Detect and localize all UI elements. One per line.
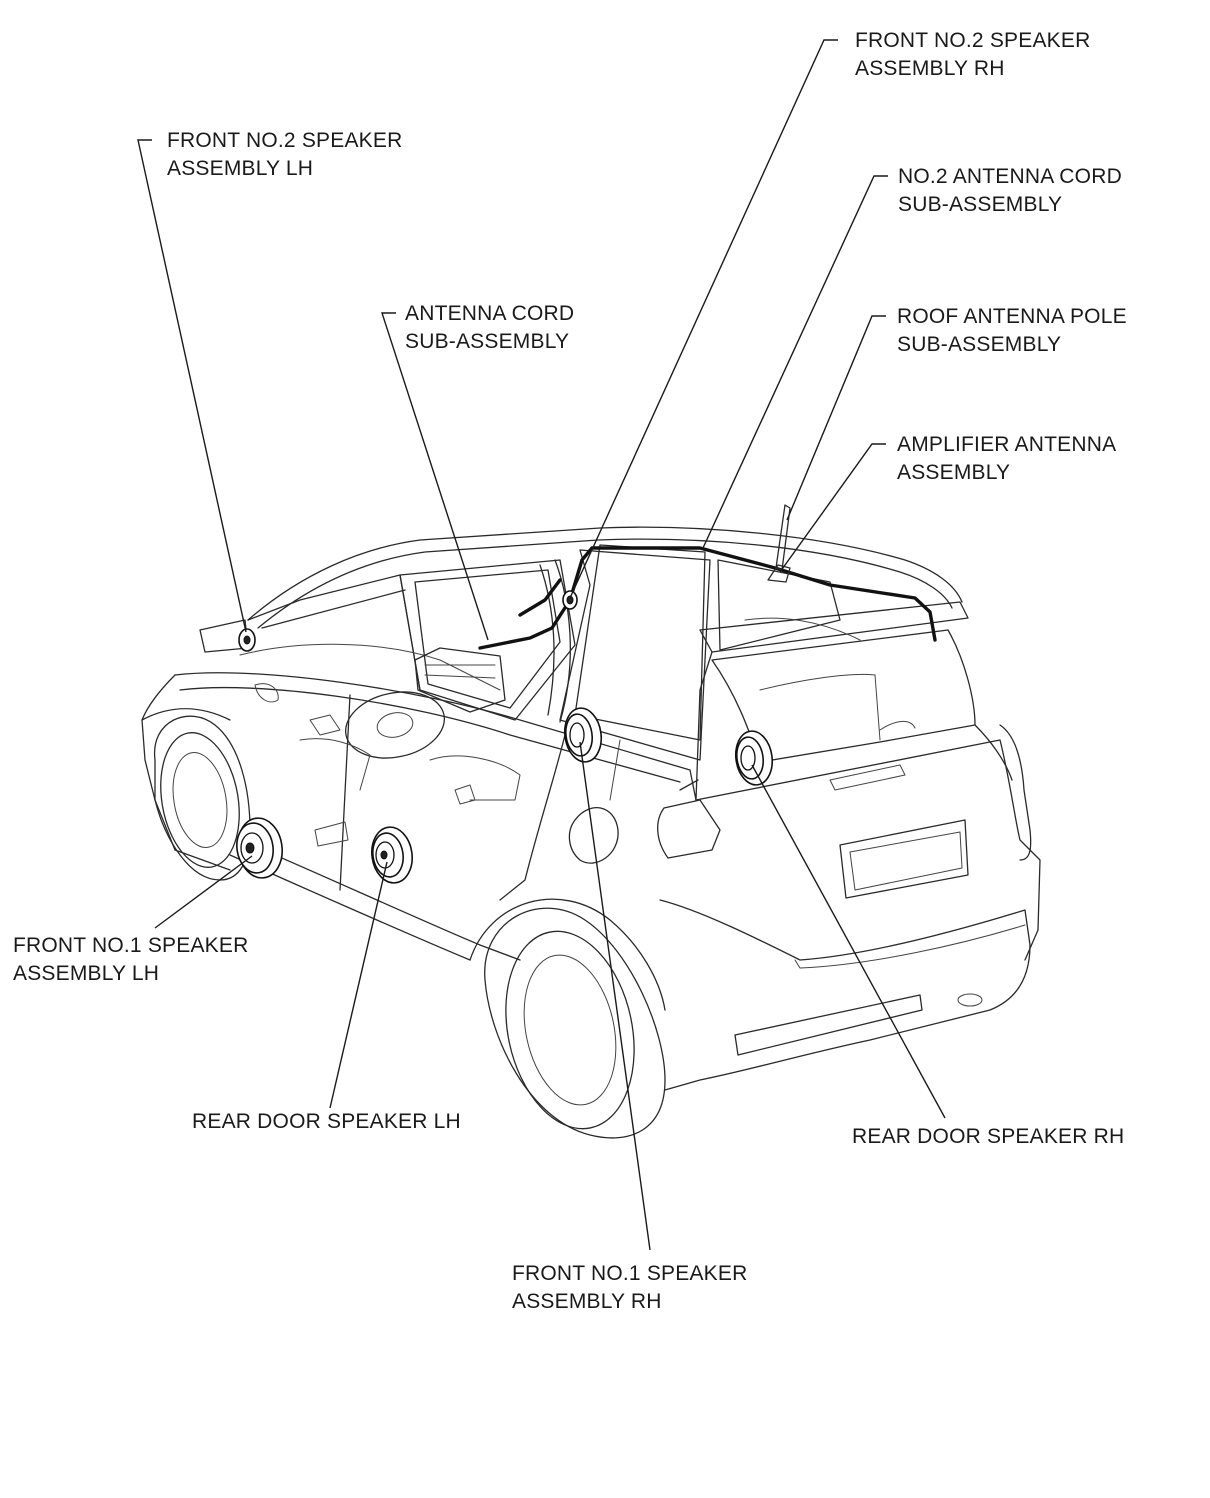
speaker-front-no1-lh bbox=[236, 817, 283, 879]
label-front-no1-speaker-rh: FRONT NO.1 SPEAKER ASSEMBLY RH bbox=[512, 1262, 748, 1313]
leader-lines bbox=[137, 39, 946, 1251]
label-antenna-cord: ANTENNA CORD SUB-ASSEMBLY bbox=[405, 302, 575, 353]
speaker-front-no2-lh bbox=[238, 628, 256, 652]
vehicle-body bbox=[141, 526, 1041, 1139]
label-front-no2-speaker-rh: FRONT NO.2 SPEAKER ASSEMBLY RH bbox=[855, 29, 1091, 80]
speaker-front-no1-rh bbox=[563, 707, 603, 763]
speaker-rear-door-rh bbox=[734, 730, 774, 786]
leader-rear-door-lh bbox=[329, 861, 388, 1109]
label-roof-antenna-pole: ROOF ANTENNA POLE SUB-ASSEMBLY bbox=[897, 305, 1127, 356]
leader-front-no2-lh bbox=[137, 139, 247, 633]
leader-antenna-cord bbox=[381, 312, 489, 641]
antenna-cord-routing bbox=[478, 546, 937, 650]
label-front-no2-speaker-lh: FRONT NO.2 SPEAKER ASSEMBLY LH bbox=[167, 129, 403, 180]
speaker-front-no2-rh bbox=[562, 590, 578, 610]
label-no2-antenna-cord: NO.2 ANTENNA CORD SUB-ASSEMBLY bbox=[898, 165, 1122, 216]
label-rear-door-speaker-rh: REAR DOOR SPEAKER RH bbox=[852, 1125, 1125, 1148]
leader-no2-antenna-cord bbox=[702, 175, 888, 549]
label-front-no1-speaker-lh: FRONT NO.1 SPEAKER ASSEMBLY LH bbox=[13, 934, 249, 985]
leader-rear-door-rh bbox=[751, 764, 946, 1119]
leader-amplifier-antenna bbox=[779, 443, 886, 573]
leader-roof-antenna-pole bbox=[786, 315, 886, 521]
leader-front-no1-lh bbox=[154, 855, 253, 929]
label-amplifier-antenna: AMPLIFIER ANTENNA ASSEMBLY bbox=[897, 433, 1117, 484]
speaker-rear-door-lh bbox=[371, 826, 413, 884]
leader-front-no2-rh bbox=[569, 39, 838, 599]
leader-front-no1-rh bbox=[579, 741, 651, 1251]
label-rear-door-speaker-lh: REAR DOOR SPEAKER LH bbox=[192, 1110, 461, 1133]
